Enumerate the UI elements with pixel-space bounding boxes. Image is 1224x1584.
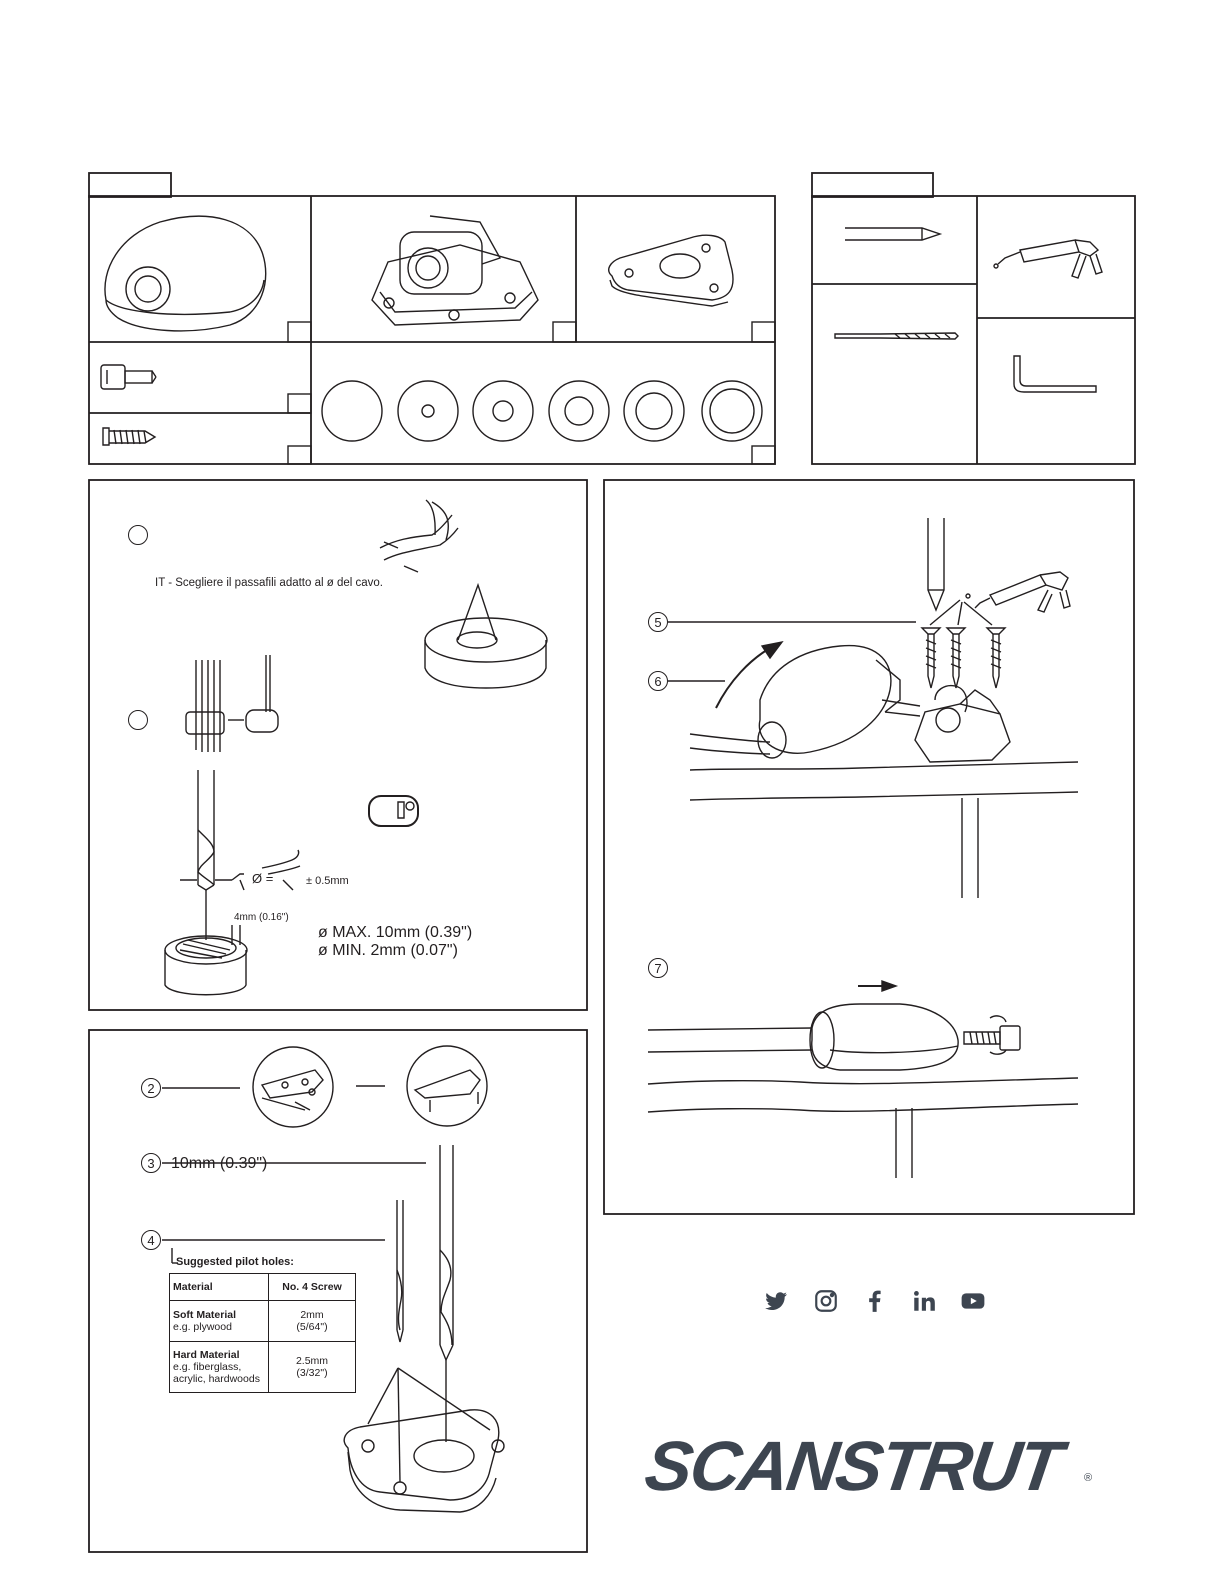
step2-number: 2 [141, 1078, 161, 1098]
step4-number: 4 [141, 1230, 161, 1250]
diameter-min-label: ø MIN. 2mm (0.07") [318, 942, 458, 959]
table-header-screw: No. 4 Screw [268, 1273, 356, 1301]
step1-panel [88, 479, 588, 1011]
step6-number: 6 [648, 671, 668, 691]
wall-thickness-label: 4mm (0.16") [234, 912, 289, 923]
youtube-icon[interactable] [960, 1288, 986, 1314]
drill-bit-drawing [834, 332, 959, 340]
step5-7-panel [603, 479, 1135, 1215]
table-row: Soft Material e.g. plywood 2mm (5/64") [169, 1300, 356, 1342]
diameter-max-label: ø MAX. 10mm (0.39") [318, 924, 473, 941]
pilot-size-imperial: (3/32") [296, 1367, 328, 1379]
pencil-drawing [845, 227, 943, 241]
tools-panel [811, 172, 1136, 465]
instagram-icon[interactable] [813, 1288, 839, 1314]
diameter-equals-label: Ø = [252, 871, 274, 886]
material-name: Hard Material [173, 1349, 240, 1361]
pilot-holes-title: Suggested pilot holes: [176, 1256, 294, 1268]
material-name: Soft Material [173, 1309, 237, 1321]
twitter-icon[interactable] [763, 1288, 789, 1314]
tolerance-label: ± 0.5mm [306, 875, 349, 887]
step5-number: 5 [648, 612, 668, 632]
table-row: Hard Material e.g. fiberglass, acrylic, … [169, 1341, 356, 1393]
material-example: e.g. fiberglass, acrylic, hardwoods [173, 1361, 260, 1385]
parts-panel [88, 172, 776, 465]
linkedin-icon[interactable] [911, 1288, 937, 1314]
pilot-size: 2mm [300, 1309, 324, 1321]
step7-number: 7 [648, 958, 668, 978]
step1b-marker-circle [128, 710, 148, 730]
grommet-set-drawing [321, 380, 763, 442]
sealant-gun-drawing [993, 239, 1103, 279]
cable-seal-cover-drawing [104, 215, 267, 332]
step1-marker-circle [128, 525, 148, 545]
screw-drawing [102, 427, 157, 446]
pilot-holes-table: Material No. 4 Screw Soft Material e.g. … [169, 1273, 356, 1393]
pilot-size-imperial: (5/64") [296, 1321, 328, 1333]
table-header-material: Material [169, 1273, 269, 1301]
pilot-size: 2.5mm [295, 1355, 329, 1367]
bolt-drawing [100, 364, 157, 390]
registered-mark: ® [1084, 1472, 1093, 1484]
hex-key-drawing [1013, 355, 1097, 393]
cable-seal-base-drawing [371, 215, 539, 326]
table-header-row: Material No. 4 Screw [169, 1273, 356, 1301]
material-example: e.g. plywood [173, 1321, 232, 1333]
step3-number: 3 [141, 1153, 161, 1173]
gasket-plate-drawing [608, 234, 734, 307]
step2-4-panel [88, 1029, 588, 1553]
step1-instruction: IT - Scegliere il passafili adatto al ø … [155, 577, 383, 589]
drill-size-label: 10mm (0.39") [171, 1155, 268, 1172]
facebook-icon[interactable] [862, 1288, 888, 1314]
scanstrut-logo: SCANSTRUT [640, 1427, 1066, 1505]
